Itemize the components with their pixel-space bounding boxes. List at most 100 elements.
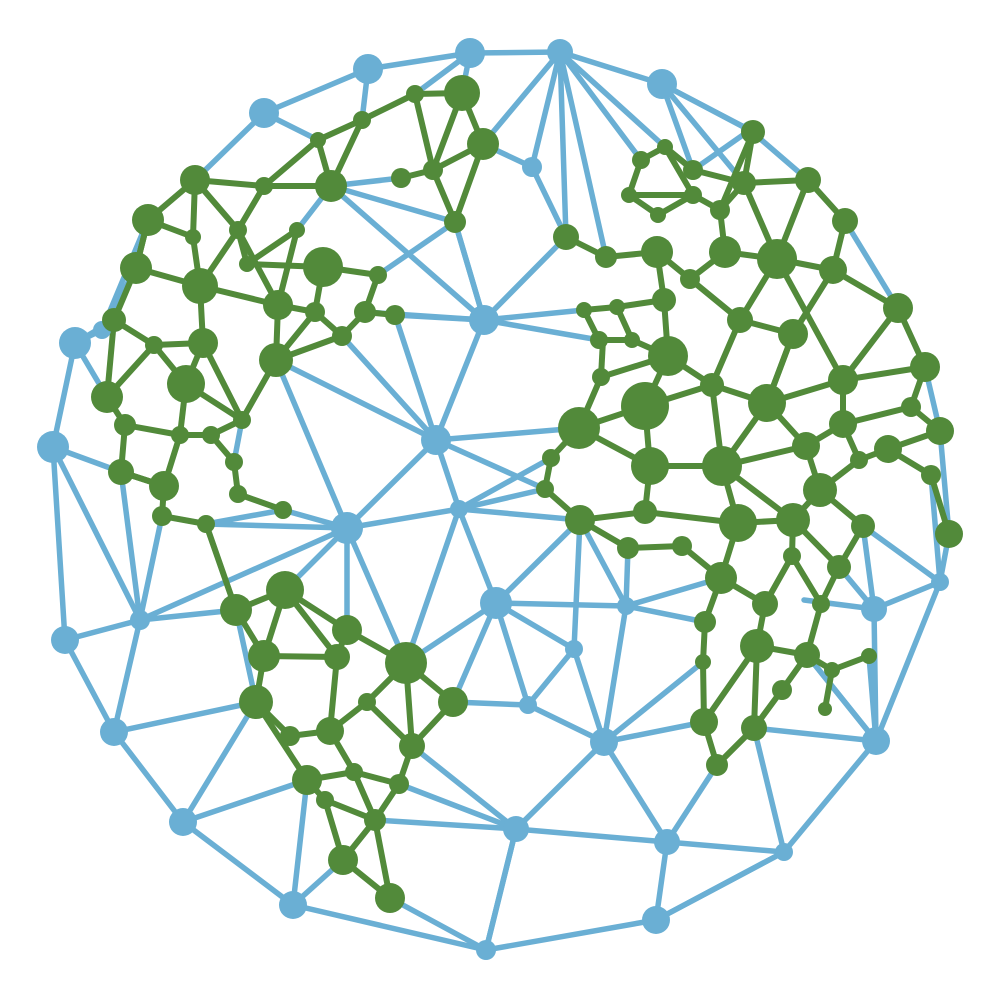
ocean-node bbox=[861, 596, 887, 622]
ocean-node bbox=[455, 38, 485, 68]
land-node bbox=[145, 336, 163, 354]
land-node bbox=[803, 473, 837, 507]
ocean-edge bbox=[571, 517, 583, 652]
ocean-node bbox=[59, 327, 91, 359]
ocean-edge bbox=[50, 340, 78, 450]
ocean-edge bbox=[690, 127, 753, 173]
land-node bbox=[345, 763, 363, 781]
land-node bbox=[650, 207, 666, 223]
land-node bbox=[700, 373, 724, 397]
ocean-edge bbox=[137, 607, 239, 623]
ocean-node bbox=[279, 891, 307, 919]
land-node bbox=[229, 221, 247, 239]
land-node bbox=[316, 717, 344, 745]
ocean-node bbox=[37, 431, 69, 463]
land-node bbox=[197, 515, 215, 533]
ocean-node bbox=[522, 157, 542, 177]
land-node bbox=[648, 336, 688, 376]
land-node bbox=[239, 685, 273, 719]
land-node bbox=[910, 352, 940, 382]
ocean-edge bbox=[623, 575, 724, 609]
land-node bbox=[818, 702, 832, 716]
land-node bbox=[369, 266, 387, 284]
land-node bbox=[819, 256, 847, 284]
land-node bbox=[229, 485, 247, 503]
land-node bbox=[303, 247, 343, 287]
land-node bbox=[375, 883, 405, 913]
ocean-edge bbox=[375, 219, 458, 278]
ocean-edge bbox=[273, 357, 439, 443]
ocean-node bbox=[169, 808, 197, 836]
ocean-node bbox=[519, 696, 537, 714]
land-node bbox=[315, 170, 347, 202]
land-node bbox=[182, 268, 218, 304]
land-node bbox=[553, 224, 579, 250]
ocean-edge bbox=[659, 81, 747, 186]
land-node bbox=[280, 726, 300, 746]
ocean-edge bbox=[290, 902, 489, 953]
land-node bbox=[467, 128, 499, 160]
land-node bbox=[255, 177, 273, 195]
land-node bbox=[609, 299, 625, 315]
ocean-edge bbox=[483, 917, 659, 953]
ocean-edge bbox=[664, 839, 787, 855]
ocean-edge bbox=[273, 357, 350, 531]
land-node bbox=[248, 640, 280, 672]
ocean-edge bbox=[111, 617, 143, 735]
ocean-edge bbox=[873, 579, 943, 744]
ocean-edge bbox=[396, 781, 519, 832]
land-node bbox=[274, 501, 292, 519]
land-node bbox=[695, 654, 711, 670]
ocean-edge bbox=[137, 525, 350, 623]
land-node bbox=[621, 382, 669, 430]
land-edge bbox=[774, 256, 846, 383]
land-node bbox=[921, 465, 941, 485]
ocean-edge bbox=[481, 317, 602, 343]
ocean-edge bbox=[180, 777, 310, 825]
ocean-edge bbox=[456, 506, 499, 606]
ocean-edge bbox=[577, 517, 629, 609]
land-node bbox=[690, 708, 718, 736]
land-node bbox=[874, 435, 902, 463]
land-node bbox=[423, 160, 443, 180]
land-node bbox=[621, 187, 637, 203]
land-node bbox=[391, 168, 411, 188]
ocean-edge bbox=[513, 826, 670, 845]
land-node bbox=[332, 615, 362, 645]
ocean-edge bbox=[860, 523, 877, 612]
land-node bbox=[266, 571, 304, 609]
land-node bbox=[233, 411, 251, 429]
land-node bbox=[225, 453, 243, 471]
ocean-edge bbox=[433, 425, 582, 443]
ocean-edge bbox=[513, 739, 607, 832]
land-node bbox=[305, 302, 325, 322]
ocean-node bbox=[647, 69, 677, 99]
ocean-edge bbox=[467, 49, 563, 56]
ocean-edge bbox=[937, 428, 952, 537]
ocean-edge bbox=[456, 486, 548, 512]
ocean-nodes bbox=[37, 38, 949, 960]
ocean-node bbox=[931, 573, 949, 591]
land-node bbox=[220, 594, 252, 626]
land-node bbox=[632, 151, 650, 169]
land-node bbox=[576, 302, 592, 318]
ocean-node bbox=[249, 98, 279, 128]
land-node bbox=[389, 774, 409, 794]
land-node bbox=[935, 520, 963, 548]
ocean-edge bbox=[365, 50, 473, 72]
land-node bbox=[149, 471, 179, 501]
land-node bbox=[167, 365, 205, 403]
land-node bbox=[631, 447, 669, 485]
land-node bbox=[740, 629, 774, 663]
land-node bbox=[114, 414, 136, 436]
land-node bbox=[91, 381, 123, 413]
land-node bbox=[102, 308, 126, 332]
land-node bbox=[558, 407, 600, 449]
land-node bbox=[259, 343, 293, 377]
ocean-edge bbox=[403, 506, 462, 666]
ocean-edge bbox=[659, 81, 696, 173]
ocean-edge bbox=[623, 603, 708, 625]
land-edge bbox=[412, 91, 436, 173]
land-node bbox=[672, 536, 692, 556]
